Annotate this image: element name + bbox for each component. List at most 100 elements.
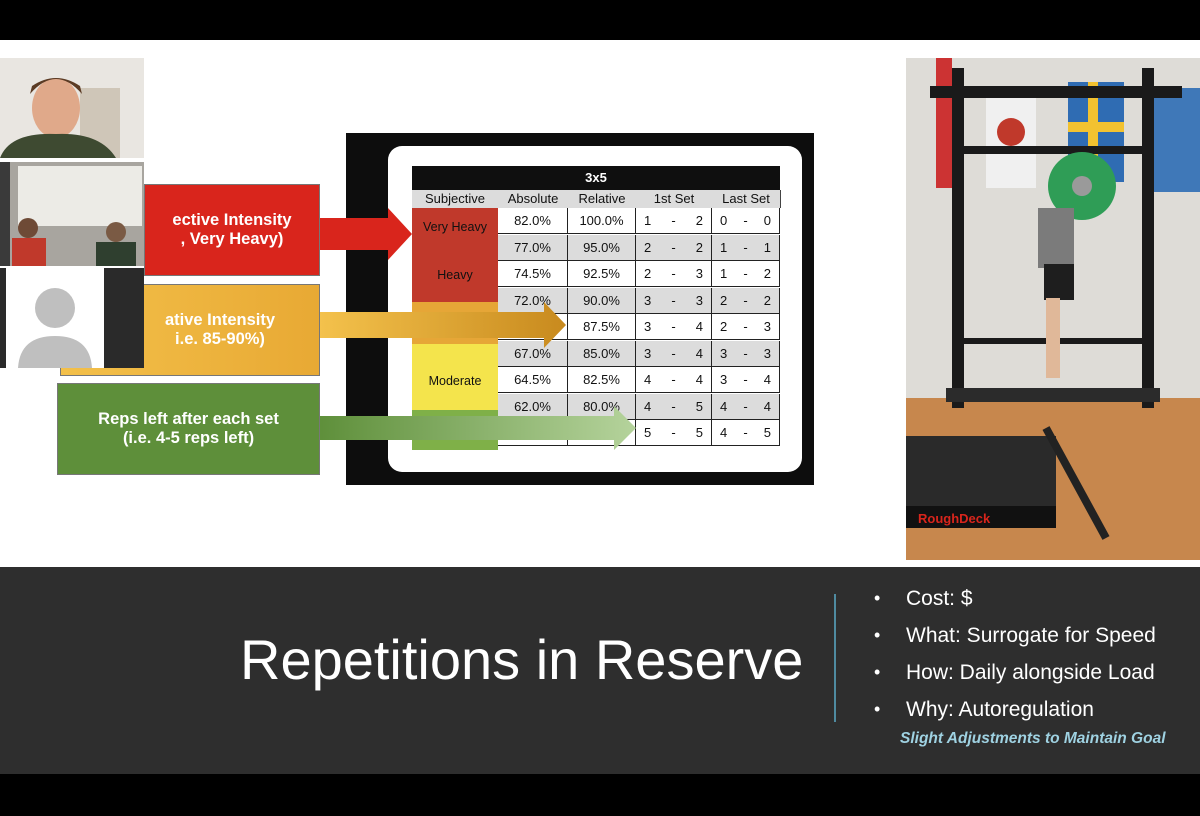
table-cell-last-set: 1-2 [712,261,780,287]
table-cell-absolute: 74.5% [498,261,568,287]
bullet-cost: • Cost: $ [872,580,1192,617]
table-cell-first-set: 3 - 4 [636,341,712,367]
table-cell-first-set: 5-5 [636,420,712,446]
table-cell-first-set: 1-2 [636,208,712,234]
rep-value: 4 [644,372,652,387]
rep-value: - [743,399,748,414]
rep-value: 2 [763,266,771,281]
moderate-zone-block [412,344,498,410]
bullet-text-how: How: Daily alongside Load [906,661,1155,684]
rep-value: - [671,346,676,361]
bullet-text-cost: Cost: $ [906,587,973,610]
rep-value: - [743,319,748,334]
heavy-label: Heavy [437,268,473,282]
arrow-box-rpe-line1: ective Intensity [172,211,292,229]
table-cell-first-set: 3-4 [636,314,712,340]
table-cell-last-set: 3-4 [712,367,780,393]
bullet-how: •How: Daily alongside Load [872,654,1192,691]
bullet-why: • Why: Autoregulation [872,691,1192,728]
heavy-zone-block [412,208,498,302]
table-cell-last-set: 0-0 [712,208,780,234]
rep-value: - [671,293,676,308]
bullet-list: •Cost: $ •What: Surrogate for Speed •How… [872,580,1192,728]
rep-value: 3 [695,266,703,281]
rep-value: 4 [763,372,771,387]
bullet-what: •What: Surrogate for Speed [872,617,1192,654]
rep-value: 4 [720,425,728,440]
rep-value: 4 [644,399,652,414]
rep-value: - [671,425,676,440]
moderate-label: Moderate [428,374,482,388]
table-cell-absolute: 64.5% [498,367,568,393]
rep-value: - [743,372,748,387]
rep-value: 4 [720,399,728,414]
table-cell-last-set: 1-1 [712,235,780,261]
arrows-graphic [318,208,412,260]
table-cell-relative: 80.0% [568,394,636,420]
table-cell-last-set: 3-3 [712,341,780,367]
table-cell-relative: 92.5% [568,261,636,287]
bullet-text-what: What: Surrogate for Speed [906,624,1156,647]
rep-value: 5 [763,425,771,440]
table-cell-last-set: 2-3 [712,314,780,340]
group-video [0,162,144,266]
rep-value: 3 [644,346,652,361]
arrow-box-rpe: ective Intensity , Very Heavy) [144,184,320,276]
rep-value: 5 [695,399,703,414]
table-cell-absolute: 67.0% [498,341,568,367]
rep-value: - [671,319,676,334]
rep-value: 4 [695,346,703,361]
rep-value: - [743,425,748,440]
rep-value: 2 [695,240,703,255]
table-cell-relative: 82.5% [568,367,636,393]
title-divider [834,594,836,722]
table-cell-first-set: 3-3 [636,288,712,314]
table-header-first: 1st Set [636,190,713,208]
slide-title: Repetitions in Reserve [240,628,804,691]
table-cell-last-set: 4-4 [712,394,780,420]
rep-value: 2 [720,319,728,334]
very-heavy-label: Very Heavy [423,220,487,234]
table-cell-absolute: 77.0% [498,235,568,261]
presenter-video [0,58,144,158]
rep-value: - [743,266,748,281]
table-cell-last-set: 2-2 [712,288,780,314]
webcam-tile-presenter[interactable] [0,58,144,158]
bullet-dot-icon: • [874,588,881,608]
rep-value: - [671,240,676,255]
rep-value: - [671,372,676,387]
table-header-subjective: Subjective [412,190,499,208]
slide-tagline: Slight Adjustments to Maintain Goal [900,730,1166,747]
rep-value: 1 [644,213,652,228]
bullet-dot-icon: • [874,699,881,719]
user-avatar-icon [18,288,92,368]
table-cell-relative: 100.0% [568,208,636,234]
rep-value: 2 [763,293,771,308]
table-cell-last-set: 4-5 [712,420,780,446]
arrow-box-rpe-line2: , Very Heavy) [180,230,284,248]
rep-value: 4 [695,319,703,334]
lifting-video[interactable]: RoughDeck [906,58,1200,560]
webcam-tile-group[interactable] [0,162,144,266]
rep-value: 0 [763,213,771,228]
rep-value: 3 [763,346,771,361]
arrow-box-reps: Reps left after each set (i.e. 4-5 reps … [57,383,320,475]
rep-value: 0 [720,213,728,228]
table-title: 3x5 [412,166,780,190]
table-cell-relative: 90.0% [568,288,636,314]
arrow-box-reps-line1: Reps left after each set [98,410,279,428]
table-header-absolute: Absolute [498,190,569,208]
rep-value: 3 [695,293,703,308]
bullet-text-why: Why: Autoregulation [906,698,1094,721]
rep-value: - [743,346,748,361]
table-cell-first-set: 2 - 2 [636,235,712,261]
rep-value: - [743,240,748,255]
rep-value: 2 [644,240,652,255]
rep-value: 1 [720,266,728,281]
webcam-tile-placeholder[interactable] [0,268,144,368]
rep-value: - [671,266,676,281]
rep-value: - [743,293,748,308]
rep-value: 4 [695,372,703,387]
rep-value: 4 [763,399,771,414]
table-cell-first-set: 4 - 4 [636,367,712,393]
